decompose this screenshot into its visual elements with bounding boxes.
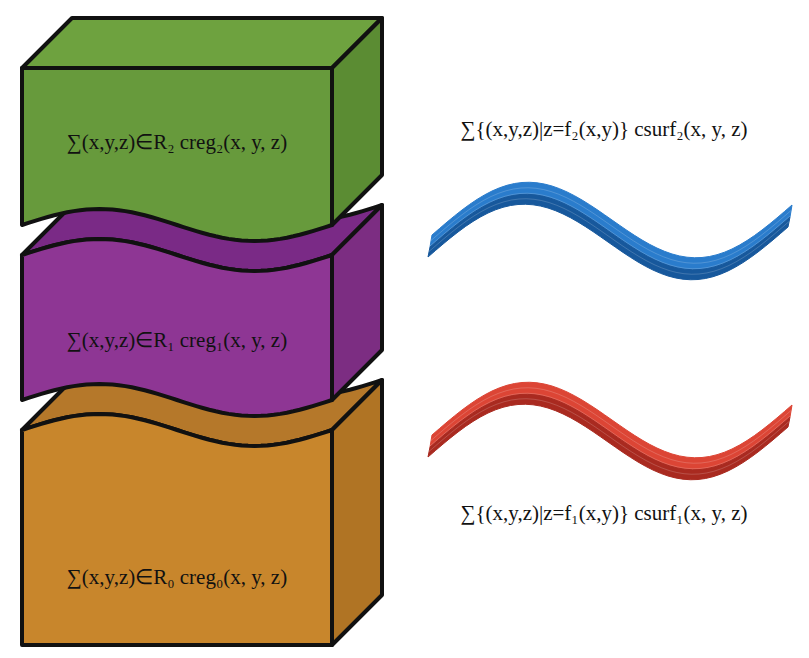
formula-text: ∑(x,y,z)∈R₀ creg₀(x, y, z)	[67, 565, 287, 590]
region-top-face	[22, 18, 382, 68]
surface-shading	[429, 399, 789, 474]
region-label: ∑(x,y,z)∈R₁ creg₁(x, y, z)	[22, 292, 332, 388]
region-front	[22, 414, 332, 645]
surface-shading	[429, 199, 789, 274]
surface-shading	[431, 188, 791, 263]
surface-sheet	[428, 394, 790, 479]
surface-shading	[430, 193, 790, 268]
region-front	[22, 68, 332, 241]
region-label: ∑(x,y,z)∈R₀ creg₀(x, y, z)	[22, 522, 332, 632]
formula-text: ∑(x,y,z)∈R₂ creg₂(x, y, z)	[67, 130, 287, 155]
region-side	[332, 380, 382, 645]
region-side	[332, 205, 382, 400]
surface-label: ∑{(x,y,z)|z=f₂(x,y)} csurf₂(x, y, z)	[402, 108, 806, 150]
formula-text: ∑{(x,y,z)|z=f₂(x,y)} csurf₂(x, y, z)	[461, 117, 748, 142]
surface-sheet	[428, 194, 790, 279]
region-side	[332, 18, 382, 225]
surface-shading	[431, 388, 791, 463]
formula-text: ∑(x,y,z)∈R₁ creg₁(x, y, z)	[67, 328, 287, 353]
region-label: ∑(x,y,z)∈R₂ creg₂(x, y, z)	[22, 82, 332, 202]
surface-label: ∑{(x,y,z)|z=f₁(x,y)} csurf₁(x, y, z)	[402, 492, 806, 534]
formula-text: ∑{(x,y,z)|z=f₁(x,y)} csurf₁(x, y, z)	[461, 501, 748, 526]
region-front	[22, 239, 332, 416]
surface-shading	[430, 393, 790, 468]
